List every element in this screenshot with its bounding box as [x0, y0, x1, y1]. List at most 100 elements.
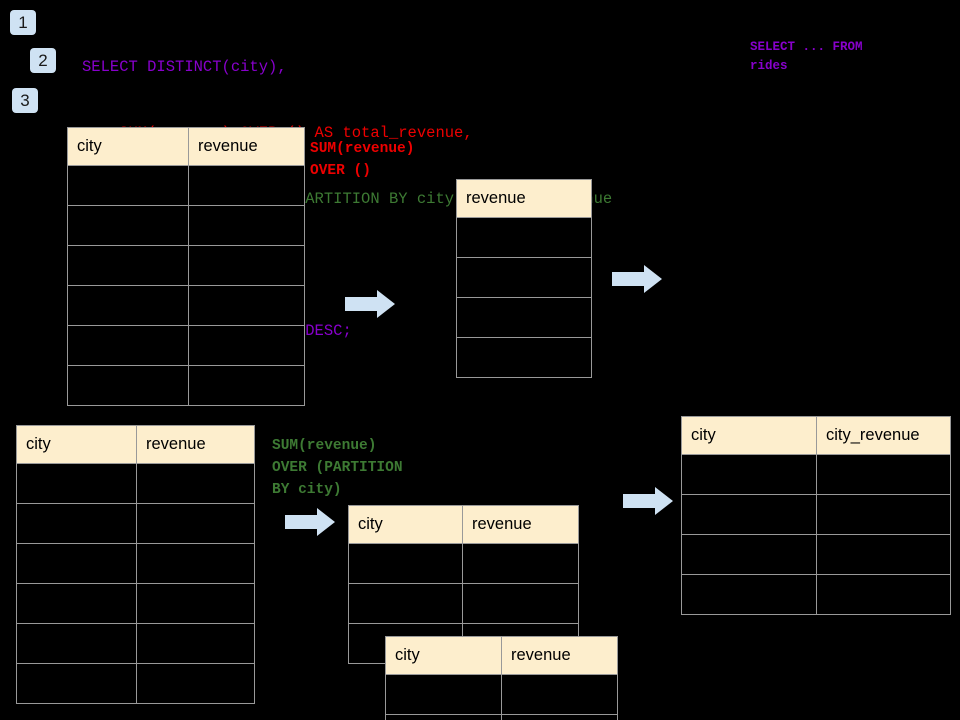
table-cell: [385, 674, 502, 715]
table-cell: [67, 205, 189, 246]
table-row: [16, 543, 255, 584]
table-header-row: city revenue: [385, 636, 618, 675]
step-badge-3[interactable]: 3: [12, 88, 38, 113]
table-cell: [816, 534, 951, 575]
table-row: [385, 714, 618, 720]
table-cell: [67, 165, 189, 206]
table-cell: [681, 534, 817, 575]
table-cell: [136, 623, 255, 664]
column-header-city: city: [348, 505, 463, 544]
table-cell: [681, 454, 817, 495]
table-cell: [136, 543, 255, 584]
total-revenue-table: revenue: [456, 179, 592, 378]
table-cell: [501, 674, 618, 715]
table-cell: [67, 285, 189, 326]
table-cell: [188, 365, 305, 406]
column-header-revenue: revenue: [188, 127, 305, 166]
table-cell: [348, 583, 463, 624]
table-row: [67, 325, 305, 366]
table-cell: [188, 165, 305, 206]
table-row: [456, 257, 592, 298]
table-cell: [16, 463, 137, 504]
table-row: [67, 285, 305, 326]
table-cell: [456, 257, 592, 298]
table-cell: [456, 217, 592, 258]
table-row: [348, 543, 579, 584]
table-row: [16, 503, 255, 544]
table-row: [456, 297, 592, 338]
table-cell: [136, 463, 255, 504]
table-row: [681, 534, 951, 575]
table-cell: [816, 494, 951, 535]
arrow-partition-to-result: [623, 487, 673, 515]
table-header-row: city revenue: [16, 425, 255, 464]
partition-table-front: city revenue: [385, 636, 618, 720]
table-cell: [501, 714, 618, 720]
table-row: [681, 574, 951, 615]
table-header-row: city city_revenue: [681, 416, 951, 455]
table-cell: [456, 337, 592, 378]
table-cell: [188, 245, 305, 286]
sql-line-1: SELECT DISTINCT(city),: [82, 58, 287, 76]
rides-source-table-top: city revenue: [67, 127, 305, 406]
table-cell: [136, 583, 255, 624]
table-row: [16, 463, 255, 504]
column-header-city: city: [67, 127, 189, 166]
column-header-revenue: revenue: [501, 636, 618, 675]
table-row: [67, 245, 305, 286]
annotation-total-revenue: SUM(revenue) OVER (): [310, 141, 415, 179]
table-cell: [456, 297, 592, 338]
table-row: [385, 674, 618, 715]
table-cell: [67, 245, 189, 286]
step-badge-1[interactable]: 1: [10, 10, 36, 35]
table-row: [456, 337, 592, 378]
table-cell: [67, 365, 189, 406]
column-header-city-revenue: city_revenue: [816, 416, 951, 455]
table-cell: [385, 714, 502, 720]
table-header-row: city revenue: [67, 127, 305, 166]
table-cell: [16, 503, 137, 544]
table-row: [456, 217, 592, 258]
table-cell: [188, 325, 305, 366]
column-header-revenue: revenue: [136, 425, 255, 464]
table-cell: [67, 325, 189, 366]
table-row: [681, 454, 951, 495]
table-cell: [188, 285, 305, 326]
table-cell: [681, 494, 817, 535]
arrow-source-to-partition: [285, 508, 335, 536]
rides-source-table-bottom: city revenue: [16, 425, 255, 704]
column-header-revenue: revenue: [462, 505, 579, 544]
table-cell: [348, 543, 463, 584]
step-badge-2[interactable]: 2: [30, 48, 56, 73]
table-row: [348, 583, 579, 624]
table-cell: [16, 663, 137, 704]
table-cell: [462, 543, 579, 584]
table-cell: [188, 205, 305, 246]
arrow-source-to-total: [345, 290, 395, 318]
table-cell: [816, 574, 951, 615]
table-cell: [16, 623, 137, 664]
sql-side-note: SELECT ... FROM rides: [750, 40, 863, 73]
table-cell: [816, 454, 951, 495]
column-header-city: city: [681, 416, 817, 455]
table-cell: [136, 503, 255, 544]
column-header-city: city: [16, 425, 137, 464]
table-header-row: city revenue: [348, 505, 579, 544]
table-cell: [681, 574, 817, 615]
partition-table-back: city revenue: [348, 505, 579, 664]
result-table: city city_revenue: [681, 416, 951, 615]
table-row: [681, 494, 951, 535]
column-header-revenue: revenue: [456, 179, 592, 218]
arrow-total-to-result: [612, 265, 662, 293]
table-header-row: revenue: [456, 179, 592, 218]
column-header-city: city: [385, 636, 502, 675]
table-row: [16, 623, 255, 664]
table-cell: [462, 583, 579, 624]
table-row: [67, 365, 305, 406]
table-row: [16, 663, 255, 704]
table-cell: [16, 583, 137, 624]
table-row: [16, 583, 255, 624]
annotation-city-revenue: SUM(revenue) OVER (PARTITION BY city): [272, 438, 403, 498]
table-row: [67, 205, 305, 246]
